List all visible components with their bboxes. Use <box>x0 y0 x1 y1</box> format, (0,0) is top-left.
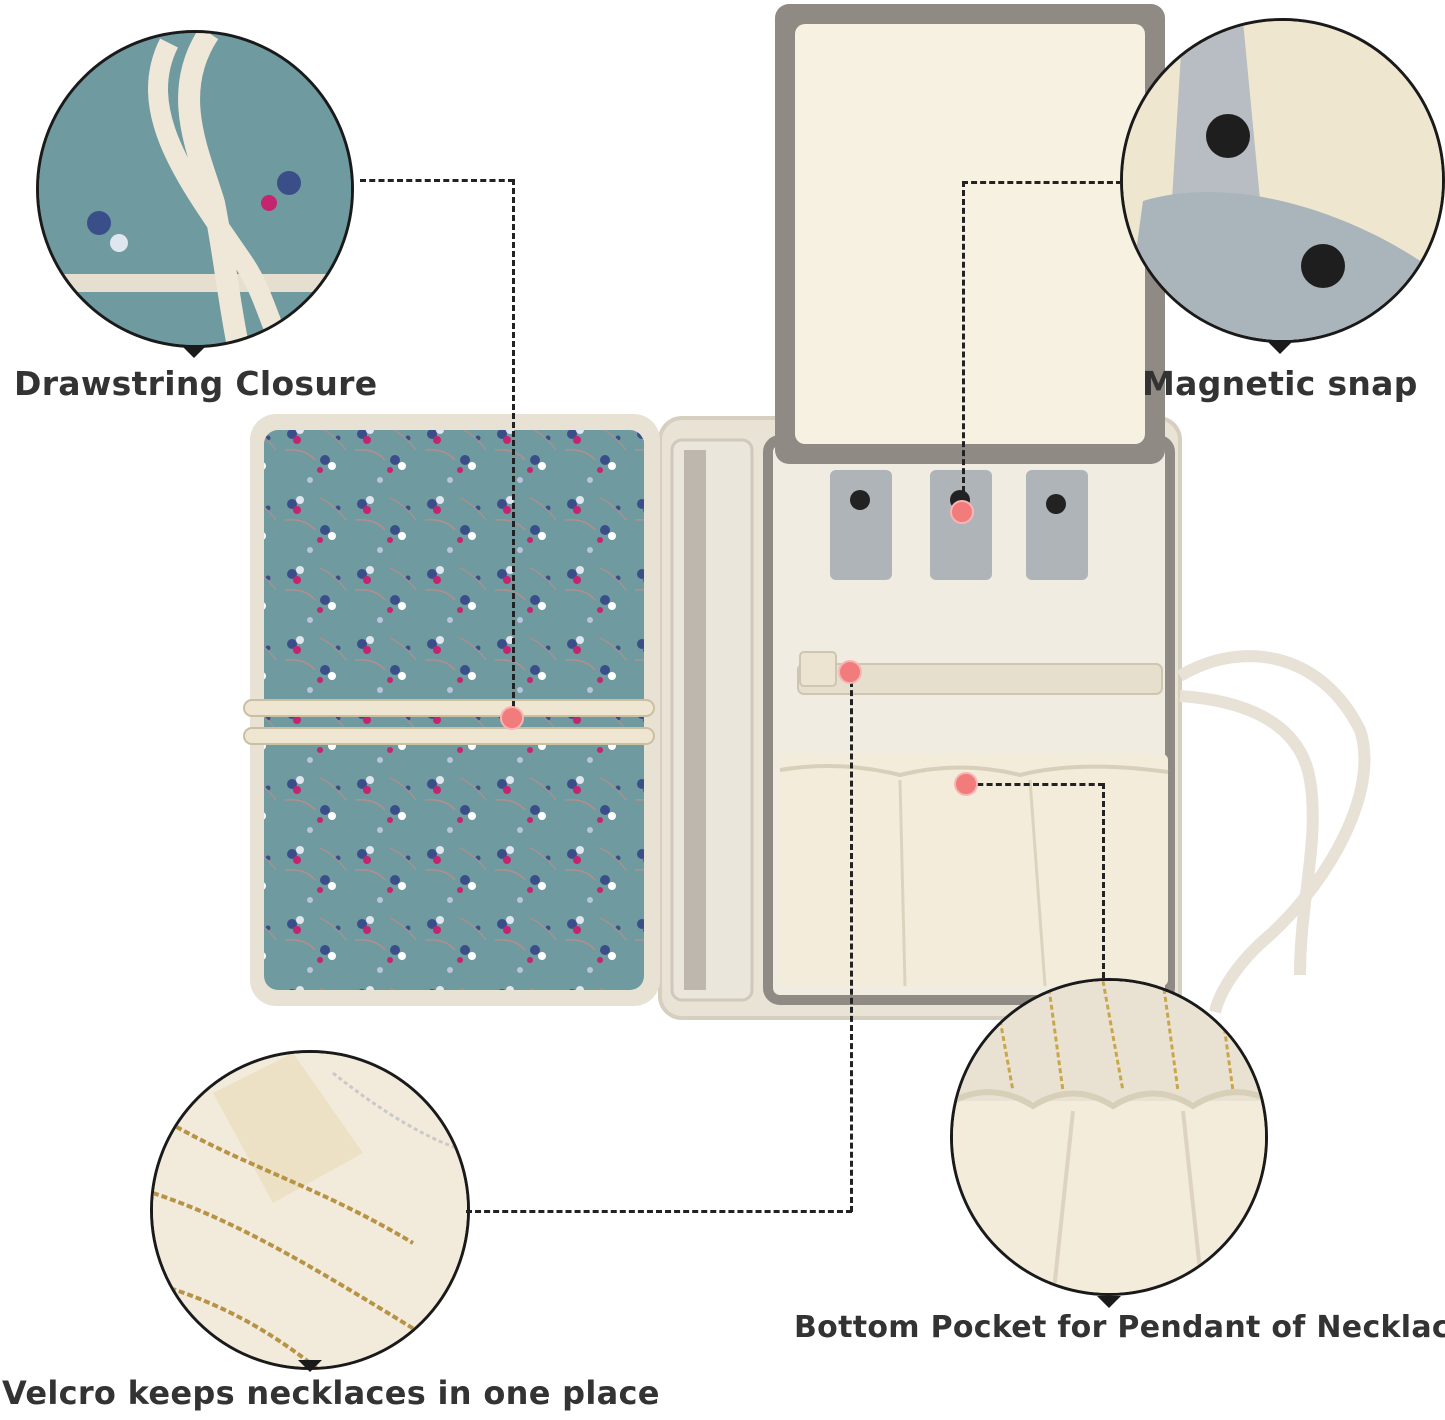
connector-magnetic-v <box>962 181 965 501</box>
magnetic-pointer <box>1268 342 1292 354</box>
magnetic-detail-image <box>1123 21 1442 340</box>
connector-pocket-h <box>968 783 1104 786</box>
connector-drawstring-h <box>360 179 514 182</box>
pocket-label: Bottom Pocket for Pendant of Necklace <box>794 1310 1445 1345</box>
drawstring-pointer <box>182 346 206 358</box>
bottom-pocket <box>780 754 1168 986</box>
drawstring-cord <box>1176 650 1371 1014</box>
pocket-detail-image <box>953 981 1265 1293</box>
connector-velcro-h <box>466 1210 852 1213</box>
magnetic-label: Magnetic snap <box>1142 364 1418 403</box>
detail-circle-pocket <box>950 978 1268 1296</box>
marker-magnetic <box>950 500 974 524</box>
connector-velcro-v <box>850 672 853 1212</box>
rope-closure <box>243 699 655 717</box>
pocket-pointer <box>1097 1296 1121 1308</box>
connector-magnetic-h <box>962 181 1122 184</box>
velcro-pointer <box>298 1360 322 1372</box>
drawstring-detail-image <box>39 33 351 345</box>
velcro-detail-image <box>153 1053 467 1367</box>
detail-circle-velcro <box>150 1050 470 1370</box>
marker-pocket <box>954 772 978 796</box>
snap-tabs <box>830 470 1088 580</box>
velcro-strip <box>797 663 1163 695</box>
velcro-label: Velcro keeps necklaces in one place <box>2 1374 660 1412</box>
marker-drawstring <box>500 706 524 730</box>
connector-drawstring-v <box>512 179 515 707</box>
detail-circle-magnetic <box>1120 18 1445 343</box>
connector-pocket-v <box>1102 783 1105 978</box>
detail-circle-drawstring <box>36 30 354 348</box>
drawstring-label: Drawstring Closure <box>14 364 378 403</box>
marker-velcro <box>838 660 862 684</box>
